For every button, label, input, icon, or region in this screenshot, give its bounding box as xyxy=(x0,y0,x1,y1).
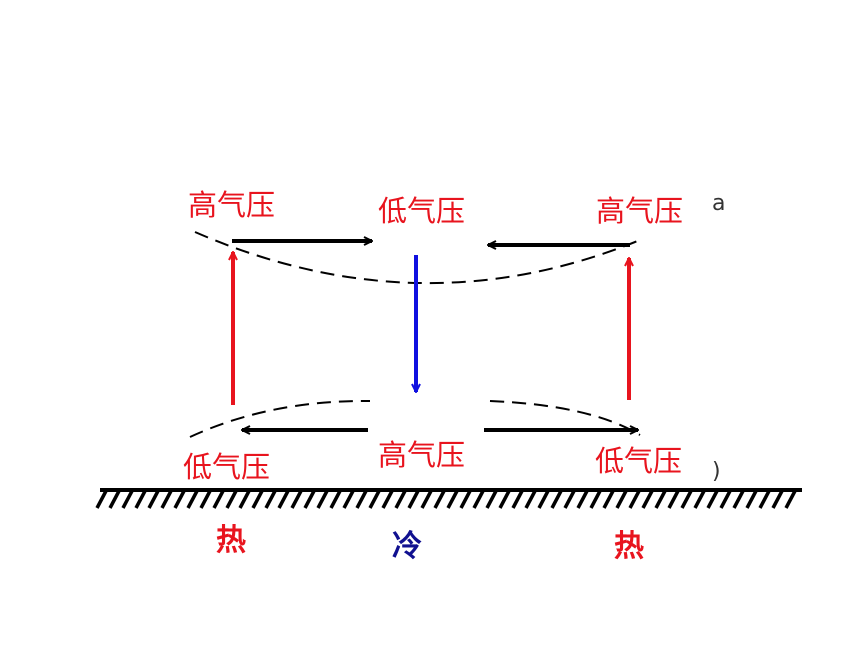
ground-hatch-stroke xyxy=(95,490,108,509)
ground-hatch-stroke xyxy=(303,490,316,509)
ground-hatch-stroke xyxy=(485,490,498,509)
ground-hatch-stroke xyxy=(589,490,602,509)
ground-hatch-stroke xyxy=(732,490,745,509)
ground-hatch-stroke xyxy=(745,490,758,509)
ground-hatch-stroke xyxy=(420,490,433,509)
ground-hatch-stroke xyxy=(511,490,524,509)
ground-hatch-stroke xyxy=(134,490,147,509)
ground-hatch-stroke xyxy=(680,490,693,509)
ground-hatch-stroke xyxy=(186,490,199,509)
ground-hatch-stroke xyxy=(706,490,719,509)
ground-hatch-stroke xyxy=(602,490,615,509)
ground-hatch-stroke xyxy=(771,490,784,509)
ground-hatch-stroke xyxy=(394,490,407,509)
ground-hatch-stroke xyxy=(251,490,264,509)
ground-hatch-stroke xyxy=(433,490,446,509)
middle-cold-label: 冷 xyxy=(392,529,422,564)
upper-left-high-pressure-label: 高气压 xyxy=(188,188,276,222)
ground-hatch-stroke xyxy=(316,490,329,509)
ground-hatching xyxy=(95,490,797,509)
ground-hatch-stroke xyxy=(329,490,342,509)
edge-mark-top-right: a xyxy=(712,191,725,216)
ground-hatch-stroke xyxy=(147,490,160,509)
ground-hatch-stroke xyxy=(524,490,537,509)
ground-hatch-stroke xyxy=(628,490,641,509)
upper-middle-low-pressure-label: 低气压 xyxy=(378,194,466,228)
ground-hatch-stroke xyxy=(641,490,654,509)
ground-hatch-stroke xyxy=(576,490,589,509)
lower-left-low-pressure-label: 低气压 xyxy=(183,450,271,484)
edge-mark-bottom-right: ) xyxy=(712,459,721,484)
ground-hatch-stroke xyxy=(381,490,394,509)
lower-middle-high-pressure-label: 高气压 xyxy=(378,438,466,472)
ground-hatch-stroke xyxy=(212,490,225,509)
ground-hatch-stroke xyxy=(121,490,134,509)
ground-hatch-stroke xyxy=(199,490,212,509)
ground-hatch-stroke xyxy=(225,490,238,509)
ground-hatch-stroke xyxy=(498,490,511,509)
lower-isobar-left xyxy=(189,399,371,438)
ground-hatch-stroke xyxy=(615,490,628,509)
ground-hatch-stroke xyxy=(537,490,550,509)
ground-hatch-stroke xyxy=(173,490,186,509)
lower-right-low-pressure-label: 低气压 xyxy=(595,444,683,478)
upper-right-high-pressure-label: 高气压 xyxy=(596,194,684,228)
ground-hatch-stroke xyxy=(563,490,576,509)
ground-hatch-stroke xyxy=(459,490,472,509)
ground-hatch-stroke xyxy=(693,490,706,509)
ground-hatch-stroke xyxy=(472,490,485,509)
ground-hatch-stroke xyxy=(446,490,459,509)
ground-hatch-stroke xyxy=(368,490,381,509)
ground-hatch-stroke xyxy=(784,490,797,509)
ground-hatch-stroke xyxy=(160,490,173,509)
right-warm-label: 热 xyxy=(614,529,644,564)
left-warm-label: 热 xyxy=(216,523,246,558)
ground-hatch-stroke xyxy=(264,490,277,509)
upper-isobar xyxy=(194,231,641,284)
ground-hatch-stroke xyxy=(758,490,771,509)
ground-hatch-stroke xyxy=(654,490,667,509)
ground-hatch-stroke xyxy=(238,490,251,509)
ground-hatch-stroke xyxy=(719,490,732,509)
ground-hatch-stroke xyxy=(355,490,368,509)
ground-hatch-stroke xyxy=(667,490,680,509)
ground-hatch-stroke xyxy=(550,490,563,509)
ground-hatch-stroke xyxy=(342,490,355,509)
ground-hatch-stroke xyxy=(290,490,303,509)
ground-hatch-stroke xyxy=(108,490,121,509)
ground-hatch-stroke xyxy=(277,490,290,509)
ground-hatch-stroke xyxy=(407,490,420,509)
